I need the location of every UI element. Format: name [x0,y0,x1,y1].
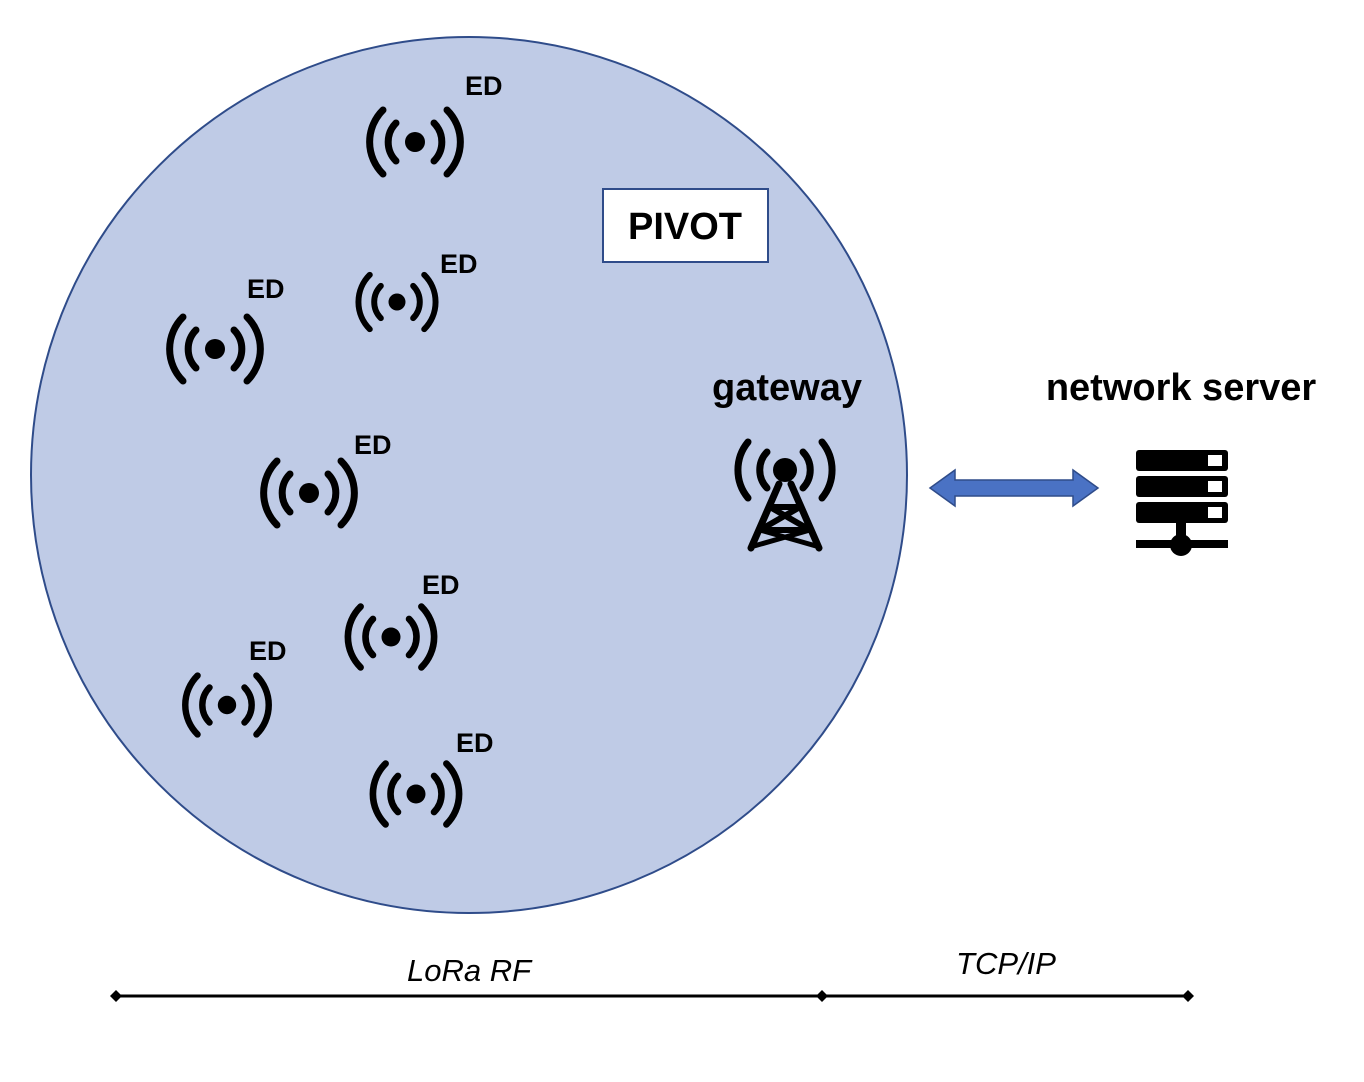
link-scale: LoRa RF TCP/IP [110,946,1194,1002]
end-device-label: ED [354,430,392,460]
antenna-tower-icon [734,438,836,552]
gateway: gateway [712,367,862,552]
end-device-label: ED [247,274,285,304]
end-device-label: ED [422,570,460,600]
end-device-label: ED [456,728,494,758]
end-device-6: ED [185,636,287,734]
bidirectional-arrow [928,468,1100,508]
end-device-label: ED [249,636,287,666]
endpoint-marker [816,990,828,1002]
end-device-2: ED [358,249,478,329]
tcp-ip-label: TCP/IP [956,946,1056,981]
end-device-label: ED [440,249,478,279]
server-rack-icon [1136,450,1228,556]
endpoint-marker [1182,990,1194,1002]
end-device-1: ED [370,71,503,174]
server-label: network server [1046,367,1317,409]
pivot-box: PIVOT [602,188,769,263]
end-device-5: ED [348,570,460,667]
network-server: network server [1046,367,1317,556]
pivot-label: PIVOT [628,206,742,248]
end-device-3: ED [170,274,285,381]
lora-rf-label: LoRa RF [407,953,533,988]
endpoint-marker [110,990,122,1002]
end-device-4: ED [264,430,392,525]
gateway-label: gateway [712,367,862,409]
end-device-label: ED [465,71,503,101]
end-device-7: ED [373,728,494,824]
